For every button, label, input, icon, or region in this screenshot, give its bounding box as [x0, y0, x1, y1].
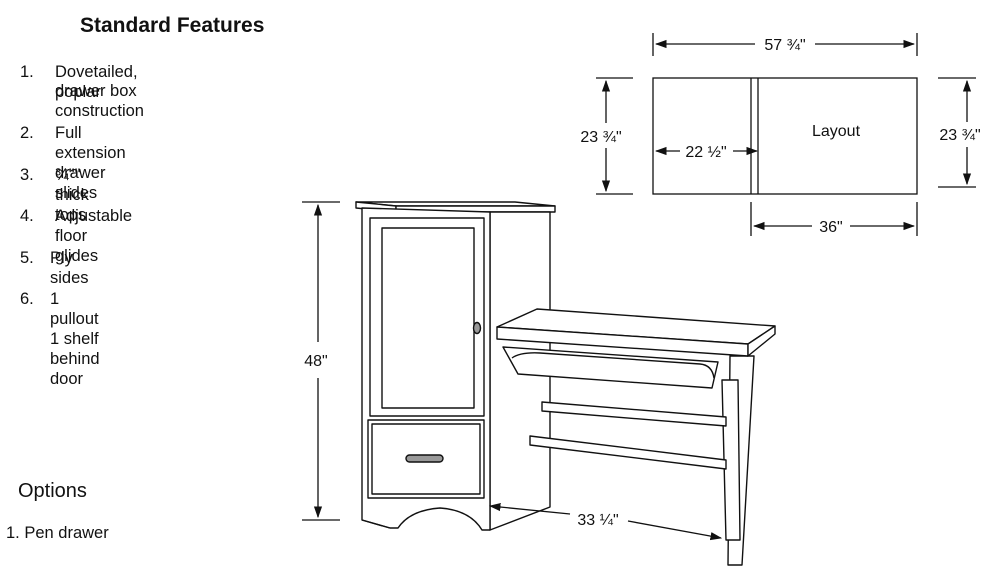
- feature-text: ¾"" thick tops: [55, 166, 89, 224]
- dimension-arrow: [488, 502, 571, 515]
- pullout-tray-lip: [511, 352, 715, 379]
- cabinet-base-line: [361, 519, 391, 529]
- desk-depth-label: 33 ¼": [577, 512, 618, 529]
- drawer-pull: [405, 454, 444, 463]
- feature-text: Ply sides: [50, 249, 89, 287]
- desk-top-side: [747, 325, 776, 357]
- furniture-dimensions: [302, 201, 723, 541]
- height-label: 48": [304, 353, 327, 370]
- dimension-arrow: [627, 520, 723, 541]
- layout-outline: [652, 77, 918, 195]
- right-depth-label: 23 ¾": [939, 127, 980, 144]
- options-heading: Options: [18, 480, 87, 502]
- desk-width-label: 36": [819, 219, 842, 236]
- feature-number: 2.: [20, 124, 34, 142]
- feature-number: 6.: [20, 290, 34, 308]
- inner-width-label: 22 ½": [685, 144, 726, 161]
- feature-number: 4.: [20, 207, 34, 225]
- overall-width-label: 57 ¾": [764, 37, 805, 54]
- cabinet: [355, 201, 556, 531]
- feature-text-line-2: drawer box construction: [55, 82, 144, 120]
- feature-text: Adjustable floor glides: [55, 207, 133, 265]
- feature-number: 5.: [20, 249, 34, 267]
- door-panel: [381, 227, 475, 409]
- door-knob: [472, 321, 482, 335]
- layout-plan: [596, 33, 976, 236]
- feature-text: Full extension drawer slides: [55, 124, 126, 202]
- option-item-1: 1. Pen drawer: [6, 524, 109, 542]
- pullout-tray: [502, 346, 719, 389]
- feature-text: 1 pullout 1 shelf behind door: [50, 290, 100, 388]
- feature-number: 3.: [20, 166, 34, 184]
- standard-features-heading: Standard Features: [80, 14, 265, 37]
- desk-shelf-lower: [529, 435, 727, 470]
- feature-number: 1.: [20, 63, 34, 81]
- left-depth-label: 23 ¾": [580, 129, 621, 146]
- desk-shelf-upper: [541, 401, 727, 427]
- desk: [496, 308, 776, 566]
- feature-text-line-1: Dovetailed, poplar: [55, 63, 138, 101]
- layout-label: Layout: [812, 123, 861, 140]
